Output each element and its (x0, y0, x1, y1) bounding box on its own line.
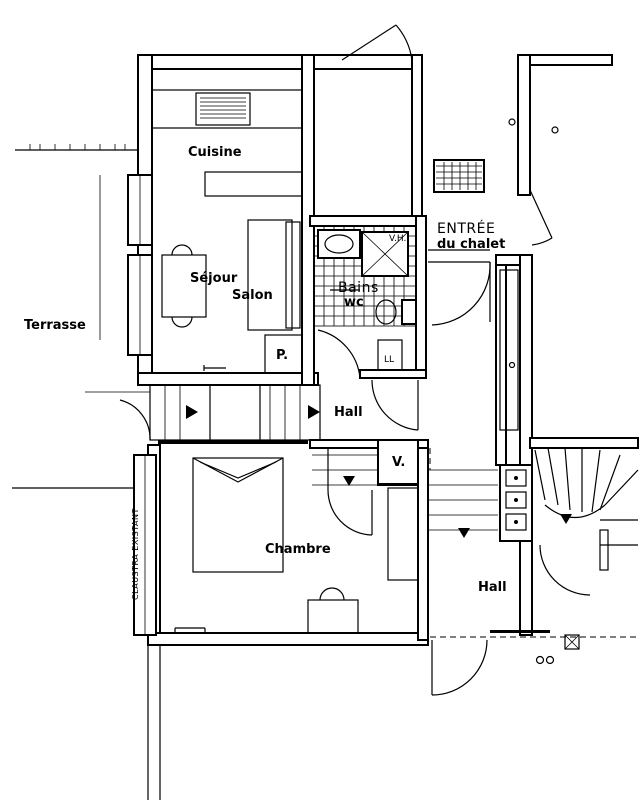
laundry-label: LL (384, 355, 394, 365)
room-label-du-chalet: du chalet (437, 237, 505, 252)
cupboard-label-v: V. (392, 455, 405, 470)
room-label-sejour: Séjour (190, 271, 238, 286)
hall-stairs (312, 439, 498, 581)
claustra-label: CLAUSTRA EXISTANT (131, 508, 140, 600)
right-stack (499, 269, 533, 542)
center-stairs (149, 384, 321, 441)
bedroom (174, 457, 359, 634)
room-label-salon: Salon (232, 288, 273, 303)
labels: Cuisine Séjour Salon Terrasse Bains wc E… (24, 145, 507, 600)
water-heater-label: V.H. (389, 234, 406, 244)
room-label-entree: ENTRÉE (437, 220, 495, 237)
entrance (428, 118, 559, 263)
room-label-terrasse: Terrasse (24, 318, 86, 333)
bathroom (313, 225, 417, 371)
outer-walls (137, 54, 639, 800)
winder-stairs (534, 447, 639, 571)
dining-table (161, 244, 207, 328)
windows-left (127, 174, 157, 636)
kitchen (151, 89, 303, 331)
terrace-lines (12, 144, 150, 489)
room-label-chambre: Chambre (265, 542, 331, 557)
room-label-hall-right: Hall (478, 580, 507, 595)
hall-boundary (429, 448, 640, 665)
storage-door (341, 24, 413, 61)
room-label-hall-center: Hall (334, 405, 363, 420)
room-label-bains: Bains (338, 280, 379, 296)
room-label-cuisine: Cuisine (188, 145, 242, 160)
cupboard-p (203, 334, 303, 374)
cupboard-label-p: P. (276, 348, 288, 363)
room-label-wc: wc (344, 295, 364, 310)
